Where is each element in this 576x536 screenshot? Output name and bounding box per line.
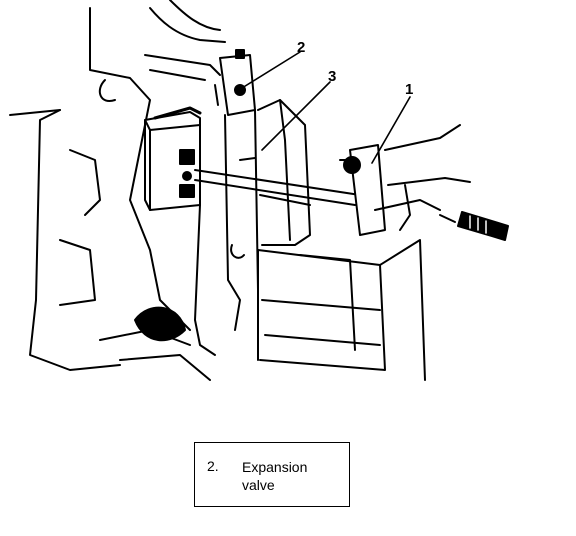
- evaporator-inlet: [194, 109, 259, 356]
- leader-2: [241, 51, 301, 89]
- legend-box: 2. Expansion valve: [194, 442, 350, 507]
- callout-2: 2: [297, 39, 306, 56]
- legend-number: 2.: [207, 458, 219, 474]
- expansion-valve: [144, 106, 202, 211]
- callout-3: 3: [328, 68, 337, 85]
- bolt: [457, 211, 509, 241]
- refrigerant-lines: [144, 0, 226, 106]
- leader-lines: [241, 51, 411, 164]
- expansion-valve-diagram: [9, 0, 509, 381]
- leader-1: [371, 96, 411, 164]
- callout-1: 1: [405, 81, 414, 98]
- left-structure: [9, 7, 211, 381]
- legend-label: Expansion valve: [242, 458, 342, 494]
- evaporator-housing: [257, 99, 311, 246]
- legend-label-line-2: valve: [242, 477, 275, 493]
- line-clamp: [339, 124, 509, 241]
- legend-label-line-1: Expansion: [242, 459, 308, 475]
- line-to-clamp: [194, 169, 361, 206]
- evaporator-core: [257, 239, 426, 381]
- leader-3: [261, 81, 331, 151]
